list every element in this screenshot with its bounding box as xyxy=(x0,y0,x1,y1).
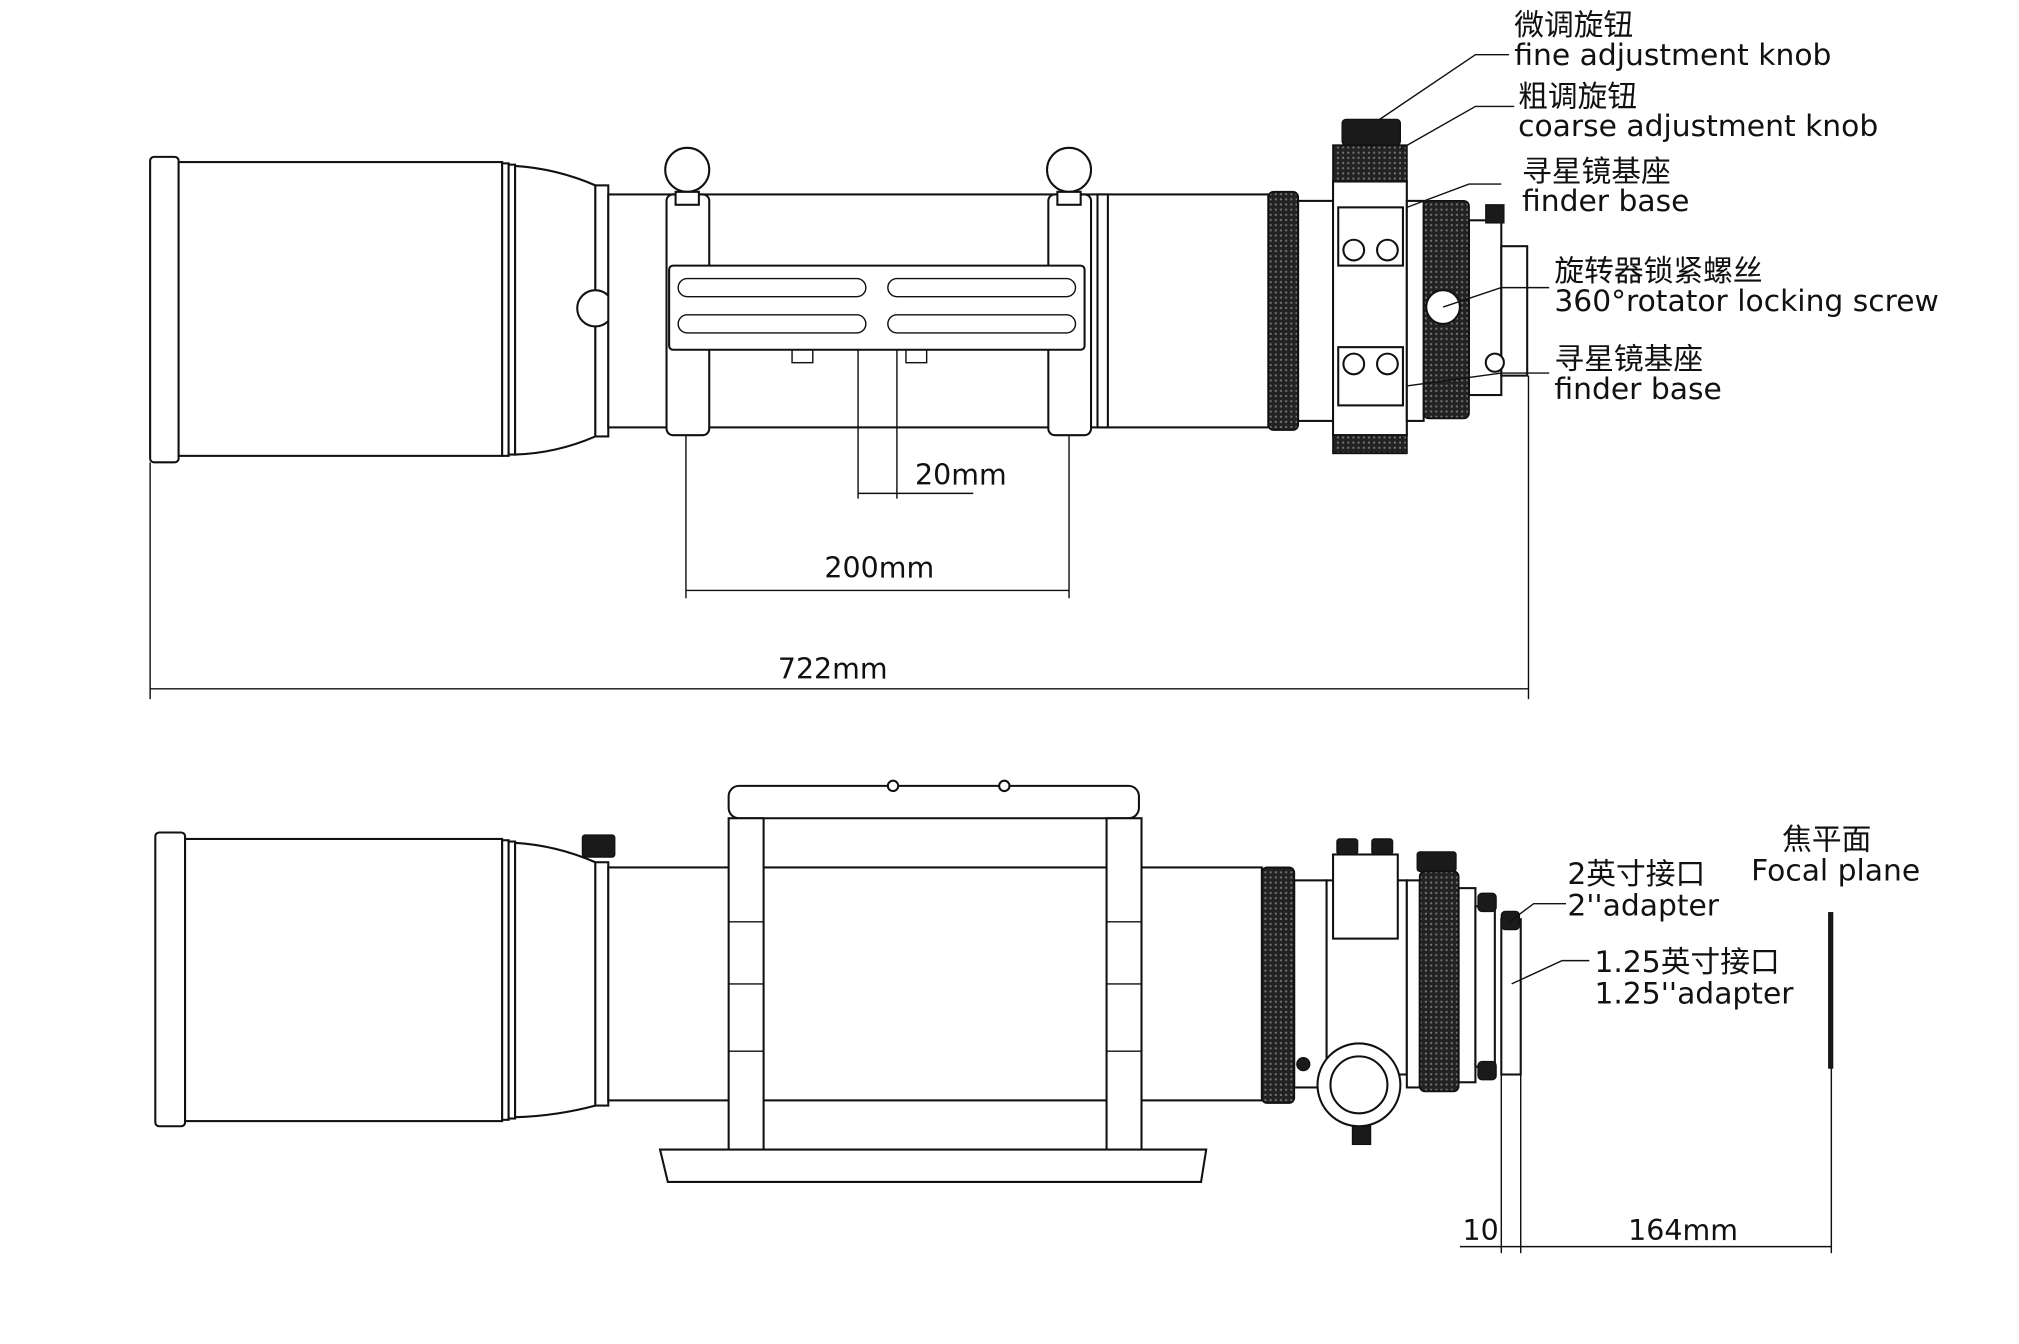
dew-shield xyxy=(177,161,504,457)
rotator-label-en: 360°rotator locking screw xyxy=(1554,284,1938,319)
focuser-collar xyxy=(1297,199,1335,422)
dovetail-bar xyxy=(668,264,1086,364)
focal-plane-marker xyxy=(1828,912,1834,1069)
rotator-flange xyxy=(1405,199,1425,422)
coarse-knob-top xyxy=(1332,144,1408,183)
finder-base-bottom-label-en: finder base xyxy=(1554,372,1721,407)
top-dimension-lines xyxy=(149,349,1530,700)
focus-ring xyxy=(1267,190,1300,431)
focus-ring xyxy=(1260,866,1296,1104)
side-leader-lines xyxy=(1507,902,1590,985)
tube-rings-side xyxy=(658,779,1208,1183)
adapter-125in xyxy=(1500,918,1522,1076)
adapter-125in xyxy=(1500,245,1529,377)
fine-adjustment-knob xyxy=(1341,118,1402,146)
rotator-label-cn: 旋转器锁紧螺丝 xyxy=(1554,254,1762,289)
side-view-telescope xyxy=(154,779,1834,1183)
dew-shield xyxy=(184,837,504,1123)
fine-adjustment-knob xyxy=(1416,851,1457,872)
finder-base-top-label-en: finder base xyxy=(1522,184,1689,219)
coarse-knob-label-cn: 粗调旋钮 xyxy=(1518,79,1637,114)
adapter-screw xyxy=(1485,204,1505,224)
focal-plane-label-cn: 焦平面 xyxy=(1782,822,1871,857)
shield-taper xyxy=(514,841,597,1119)
coarse-knob-label-en: coarse adjustment knob xyxy=(1518,109,1878,144)
adapter125-label-en: 1.25''adapter xyxy=(1594,976,1794,1011)
side-dimension-lines xyxy=(1459,1068,1833,1254)
backfocus-dimension: 164mm xyxy=(1628,1214,1738,1247)
adapter125-label-cn: 1.25英寸接口 xyxy=(1594,945,1779,980)
dew-cap xyxy=(154,831,187,1128)
top-view-telescope xyxy=(149,118,1529,464)
adapter2-label-cn: 2英寸接口 xyxy=(1567,857,1705,892)
slot-spacing-dimension: 20mm xyxy=(915,458,1007,491)
focal-plane-label-en: Focal plane xyxy=(1751,853,1920,888)
fine-knob-label-cn: 微调旋钮 xyxy=(1514,8,1633,43)
main-tube xyxy=(607,866,1263,1102)
coarse-knob-bottom xyxy=(1332,434,1408,455)
rotator-ring xyxy=(1418,870,1460,1093)
finder-base xyxy=(1332,853,1399,940)
adapter-offset-dimension: 10 xyxy=(1462,1214,1498,1247)
dew-cap xyxy=(149,155,180,464)
shield-lock-knob xyxy=(581,834,616,858)
tube-band xyxy=(1096,193,1109,429)
fine-knob-label-en: fine adjustment knob xyxy=(1514,38,1831,73)
ring-spacing-dimension: 200mm xyxy=(824,552,934,585)
side-labels: 2英寸接口 2''adapter 1.25英寸接口 1.25''adapter … xyxy=(1567,822,1920,1011)
total-length-dimension: 722mm xyxy=(778,652,888,685)
finder-base-top-label-cn: 寻星镜基座 xyxy=(1522,154,1671,189)
top-leader-lines xyxy=(1379,53,1550,387)
finder-base-bottom-label-cn: 寻星镜基座 xyxy=(1554,342,1703,377)
adapter2-label-en: 2''adapter xyxy=(1567,888,1719,923)
adapter-2in xyxy=(1474,905,1496,1068)
top-labels: 微调旋钮 fine adjustment knob 粗调旋钮 coarse ad… xyxy=(1514,8,1939,407)
